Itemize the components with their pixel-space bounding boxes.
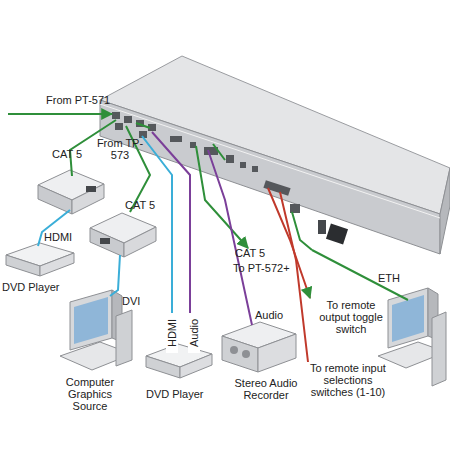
device-label: CAT 5 [52, 148, 92, 160]
device-label: CAT 5 [125, 199, 165, 211]
device-label: HDMI [44, 231, 84, 243]
device-label: Stereo Audio Recorder [226, 377, 306, 401]
transmitter-box [38, 170, 104, 214]
device-label: To remote output toggle switch [312, 299, 390, 335]
device-label: Computer Graphics Source [54, 376, 126, 412]
audio-recorder [222, 322, 296, 372]
computer [378, 288, 446, 386]
device-label: DVD Player [146, 388, 216, 400]
device-label: DVD Player [2, 281, 72, 293]
dvd-player [146, 344, 212, 378]
cable-label: Audio [188, 313, 200, 353]
computer [60, 290, 132, 370]
device-label: CAT 5 [235, 247, 275, 259]
switcher-unit [100, 56, 450, 254]
device-label: To remote input selections switches (1-1… [304, 362, 392, 398]
device-label: DVI [122, 295, 152, 307]
dvd-player [6, 243, 74, 276]
transmitter-box [90, 213, 156, 257]
device-label: ETH [378, 272, 408, 284]
device-label: To PT-572+ [233, 262, 303, 274]
device-label: From PT-571 [46, 94, 126, 106]
cable-label: HDMI [166, 313, 178, 353]
device-label: Audio [255, 309, 295, 321]
device-label: From TP-573 [95, 137, 145, 161]
cable [8, 114, 408, 362]
